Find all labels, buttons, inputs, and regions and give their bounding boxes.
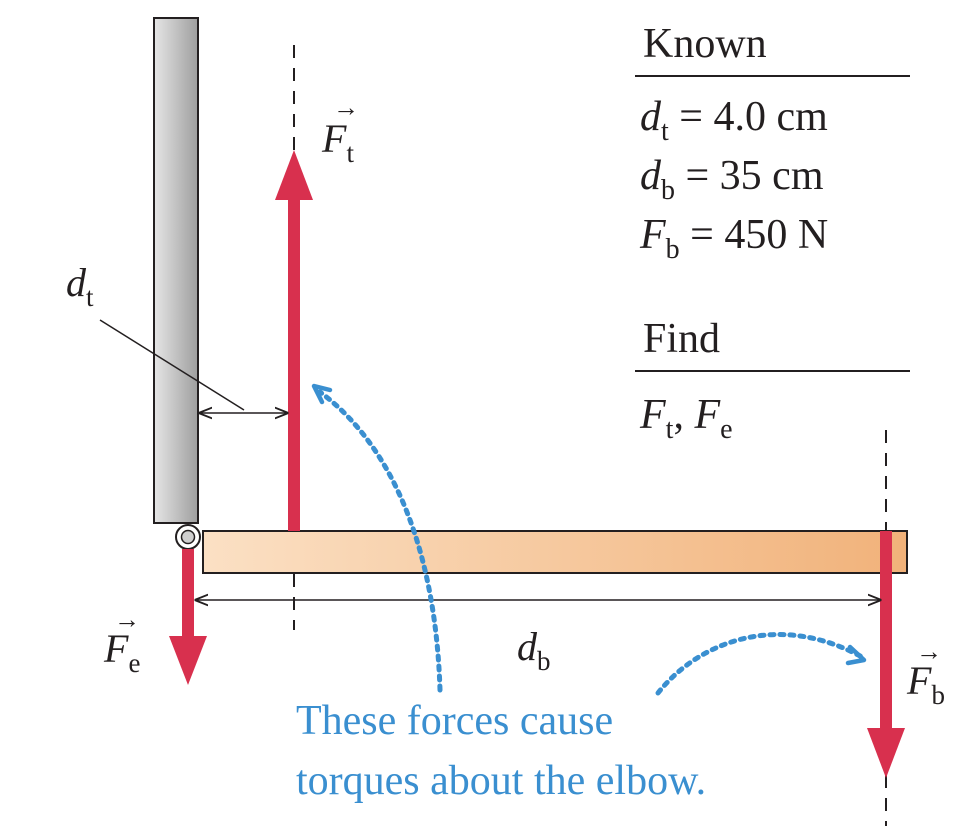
known-heading: Known (643, 21, 767, 67)
svg-text:→: → (114, 605, 140, 634)
dt-leader-line (99, 319, 245, 411)
svg-text:dt = 4.0 cm: dt = 4.0 cm (640, 94, 828, 147)
force-arrow-fb (867, 531, 905, 778)
force-arrow-ft (275, 150, 313, 531)
svg-text:Fb = 450 N: Fb = 450 N (639, 212, 828, 265)
torque-pointer-ft (311, 383, 443, 693)
forearm (202, 530, 908, 574)
svg-text:→: → (916, 637, 942, 666)
force-arrow-fe (169, 549, 207, 685)
known-line-db: db = 35 cm (640, 153, 824, 206)
label-fb: → Fb (906, 637, 945, 710)
known-line-dt: dt = 4.0 cm (640, 94, 828, 147)
svg-text:Ft: Ft (321, 116, 354, 168)
svg-text:→: → (333, 93, 359, 122)
elbow-joint (175, 524, 201, 550)
svg-text:Fe: Fe (103, 626, 140, 678)
find-items: Ft, Fe (639, 392, 733, 445)
label-db: db (517, 624, 551, 676)
label-ft: → Ft (321, 93, 359, 168)
label-dt: dt (66, 260, 94, 312)
upper-arm (153, 17, 199, 524)
label-fe: → Fe (103, 605, 140, 678)
svg-text:Fb: Fb (906, 658, 945, 710)
find-heading: Find (643, 316, 720, 362)
svg-text:Ft, Fe: Ft, Fe (639, 392, 733, 445)
caption-line-1: These forces cause (296, 698, 613, 744)
caption-line-2: torques about the elbow. (296, 758, 706, 804)
svg-text:db = 35 cm: db = 35 cm (640, 153, 824, 206)
torque-pointer-fb (655, 632, 867, 696)
svg-text:dt: dt (66, 260, 94, 312)
svg-text:db: db (517, 624, 551, 676)
known-line-fb: Fb = 450 N (639, 212, 828, 265)
